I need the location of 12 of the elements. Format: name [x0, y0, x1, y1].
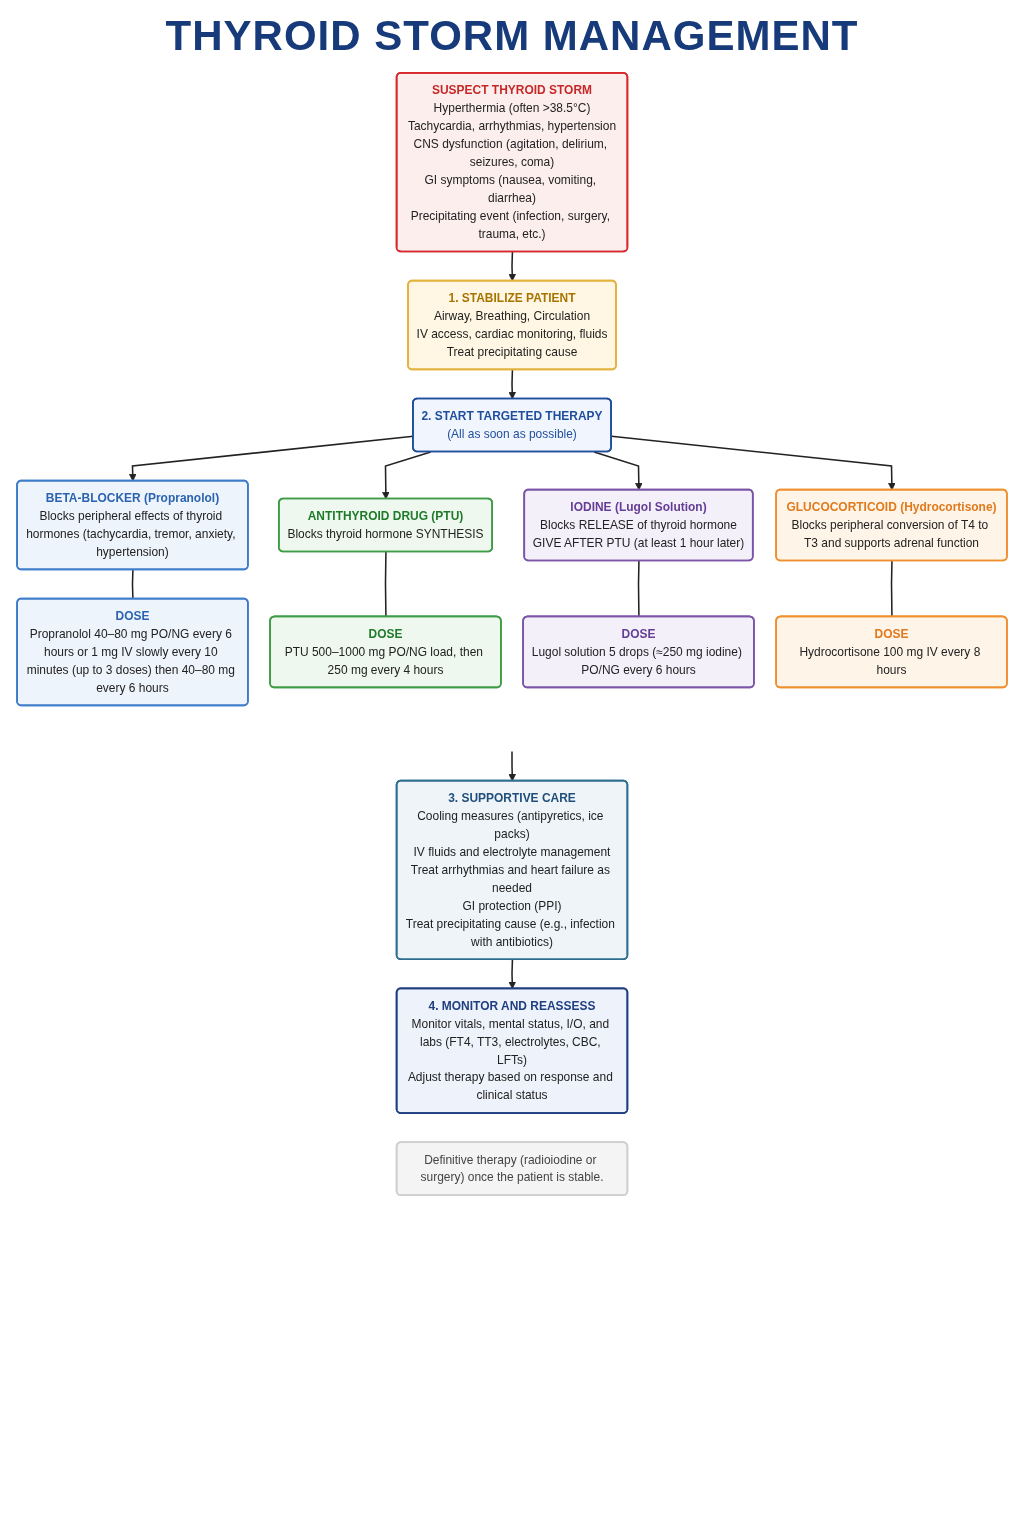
arrow — [382, 451, 432, 500]
diagram-title: THYROID STORM MANAGEMENT — [165, 12, 859, 60]
arrow — [593, 451, 643, 491]
arrow — [508, 750, 516, 782]
arrow — [508, 251, 516, 282]
arrow — [508, 369, 516, 400]
connector — [890, 560, 893, 618]
connector — [384, 551, 387, 618]
connector — [637, 560, 640, 618]
arrow — [508, 958, 516, 990]
connector — [131, 569, 134, 600]
flowchart: SUSPECT THYROID STORM Hyperthermia (often >38.5°C) Tachycardia, arrhythmias, hypertension CNS dysfunction (agitation, delirium, seizures, coma) GI symptoms (nausea, vomiting, diarrhea) Precipitating event (infection, surgery, trauma, etc.) 1. STABILIZE PATIENT Airway, Breathing, Circulation IV access, cardiac monitoring, fluids Treat precipitating cause 2. START TARGETED THERAPY (All as soon as possible) BETA-BLOCKER (Propranolol) Blocks peripheral effects of thyroid hormones (tachycardia, tremor, anxiety, hypertension) ANTITHYROID DRUG (PTU) Blocks thyroid hormone SYNTHESIS IODINE (Lugol Solution) Blocks RELEASE of thyroid hormone GIVE AFTER PTU (at least 1 hour later) GLUCOCORTICOID (Hydrocortisone) Blocks peripheral conversion of T4 to T3 and supports adrenal function DOSE Propranolol 40–80 mg PO/NG every 6 hours or 1 mg IV slowly every 10 minutes (up to 3 doses) then 40–80 mg every 6 hours DOSE PTU 500–1000 mg PO/NG load, then 250 mg every 4 hours DOSE Lugol solution 5 drops (≈250 mg iodine) PO/NG every 6 hours DOSE Hydrocortisone 100 mg IV every 8 hours 3. SUPPORTIVE CARE Cooling measures (antipyretics, ice packs) IV fluids and electrolyte management Treat arrhythmias and heart failure as needed GI protection (PPI) Treat precipitating cause (e.g., infection with antibiotics) 4. MONITOR AND REASSESS Monitor vitals, mental status, I/O, and labs (FT4, TT3, electrolytes, CBC, LFTs) Adjust therapy based on response and clinical status Definitive therapy (radioiodine or surgery) once the patient is stable. — [10, 66, 1014, 1202]
